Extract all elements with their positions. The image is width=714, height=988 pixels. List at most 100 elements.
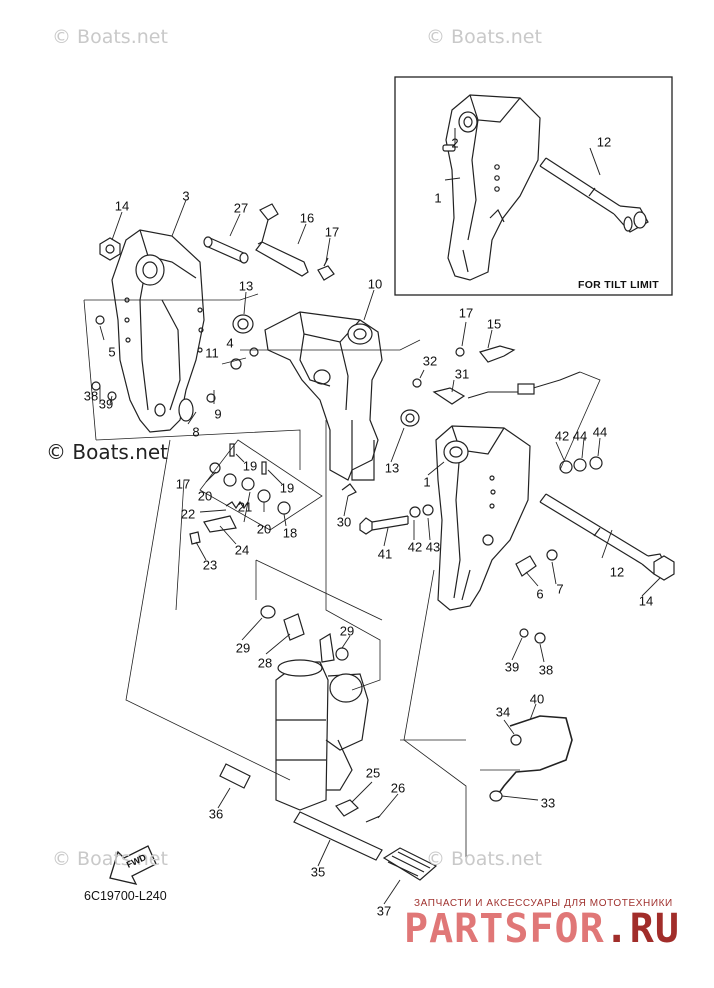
- inset-pin: [442, 144, 456, 152]
- watermark-top-right: © Boats.net: [426, 26, 542, 48]
- watermark-top-left: © Boats.net: [52, 26, 168, 48]
- callout-38-left: 38: [83, 388, 99, 404]
- callout-41: 41: [377, 546, 393, 562]
- callout-32: 32: [422, 353, 438, 369]
- callout-9: 9: [214, 406, 222, 422]
- assembly-reference-lines: [83, 293, 601, 860]
- screw-5: [95, 315, 105, 325]
- callout-31: 31: [454, 366, 470, 382]
- callout-8: 8: [192, 424, 200, 440]
- bolt-32: [412, 378, 422, 388]
- hose-40: [493, 715, 573, 801]
- part-4: [249, 347, 259, 357]
- callout-29-b: 29: [339, 623, 355, 639]
- callout-12-main: 12: [609, 564, 625, 580]
- power-trim-tilt-unit: [275, 633, 369, 811]
- inset-bracket-drawing: [445, 94, 541, 281]
- bolt-26: [365, 815, 381, 823]
- callout-7: 7: [556, 581, 564, 597]
- callout-3: 3: [182, 188, 190, 204]
- callout-44-a: 44: [572, 428, 588, 444]
- callout-19-a: 19: [242, 458, 258, 474]
- callout-44-b: 44: [592, 424, 608, 440]
- pin-27: [203, 236, 249, 264]
- callout-20-a: 20: [197, 488, 213, 504]
- bolt-17-right: [455, 347, 465, 357]
- washer-39-right: [519, 628, 529, 638]
- callout-43: 43: [425, 539, 441, 555]
- callout-37: 37: [376, 903, 392, 919]
- sensor-31: [432, 387, 466, 405]
- tilt-limit-inset-frame: [394, 76, 673, 296]
- callout-17-right: 17: [458, 305, 474, 321]
- callout-29-a: 29: [235, 640, 251, 656]
- bushing-29-a: [260, 605, 276, 619]
- inset-tilt-shaft: [539, 157, 649, 233]
- watermark-bottom-right: © Boats.net: [426, 848, 542, 870]
- watermark-bottom-left: © Boats.net: [52, 848, 168, 870]
- advert-tagline: ЗАПЧАСТИ И АКСЕССУАРЫ ДЛЯ МОТОТЕХНИКИ: [414, 898, 673, 909]
- callout-4: 4: [226, 335, 234, 351]
- right-clamp-bracket-drawing: [435, 425, 531, 611]
- arm-15: [478, 345, 516, 363]
- bolt-41: [359, 515, 409, 535]
- nut-right: [653, 555, 675, 581]
- callout-35: 35: [310, 864, 326, 880]
- left-clamp-bracket-drawing: [111, 229, 205, 433]
- clamp-33: [489, 790, 503, 802]
- callout-12-inset: 12: [596, 134, 612, 150]
- callout-25: 25: [365, 765, 381, 781]
- callout-19-b: 19: [279, 480, 295, 496]
- rod-16: [255, 203, 309, 277]
- callout-21: 21: [237, 499, 253, 515]
- advert-logo-suffix: .RU: [604, 906, 680, 952]
- inset-label: FOR TILT LIMIT: [578, 279, 659, 291]
- callout-28: 28: [257, 655, 273, 671]
- callout-15: 15: [486, 316, 502, 332]
- stopper-8: [178, 398, 194, 422]
- callout-24: 24: [234, 542, 250, 558]
- tilt-shaft-12: [539, 493, 667, 575]
- bushing-29-b: [335, 647, 349, 661]
- stopper-6: [515, 555, 537, 577]
- callout-10: 10: [367, 276, 383, 292]
- callout-39-right: 39: [504, 659, 520, 675]
- callout-42-low: 42: [407, 539, 423, 555]
- callout-36: 36: [208, 806, 224, 822]
- callout-2-inset: 2: [451, 135, 459, 151]
- bolt-7: [546, 549, 558, 561]
- callout-6: 6: [536, 586, 544, 602]
- callout-13-mid: 13: [384, 460, 400, 476]
- nut-44-a: [573, 458, 587, 472]
- callout-1-main: 1: [423, 474, 431, 490]
- shaft-35: [293, 811, 383, 861]
- advert-logo-main: PARTSFOR: [404, 906, 605, 952]
- callout-40: 40: [529, 691, 545, 707]
- advert-logo: PARTSFOR.RU: [404, 906, 680, 952]
- callout-1-inset: 1: [434, 190, 442, 206]
- callout-20-b: 20: [256, 521, 272, 537]
- bushing-13-top: [232, 314, 254, 334]
- callout-27: 27: [233, 200, 249, 216]
- bolt-38-right: [534, 632, 546, 644]
- callout-17-top: 17: [324, 224, 340, 240]
- callout-33: 33: [540, 795, 556, 811]
- callout-39-left: 39: [98, 396, 114, 412]
- nut-left: [99, 237, 121, 261]
- callout-5: 5: [108, 344, 116, 360]
- callout-22: 22: [180, 506, 196, 522]
- washer-42-top: [559, 460, 573, 474]
- callout-26: 26: [390, 780, 406, 796]
- sleeve-36: [219, 763, 251, 789]
- callout-14-right: 14: [638, 593, 654, 609]
- callout-23: 23: [202, 557, 218, 573]
- callout-42-top: 42: [554, 428, 570, 444]
- callout-34: 34: [495, 704, 511, 720]
- fwd-arrow-icon: [109, 845, 157, 885]
- bushing-13-mid: [400, 409, 420, 427]
- callout-leaders: [99, 199, 661, 905]
- callout-16: 16: [299, 210, 315, 226]
- clamp-34: [510, 734, 522, 746]
